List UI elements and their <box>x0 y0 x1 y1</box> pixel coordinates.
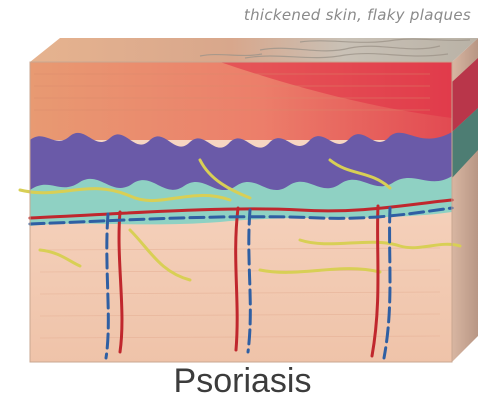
diagram-caption: Psoriasis <box>0 362 485 401</box>
surface-plaques <box>30 38 478 62</box>
